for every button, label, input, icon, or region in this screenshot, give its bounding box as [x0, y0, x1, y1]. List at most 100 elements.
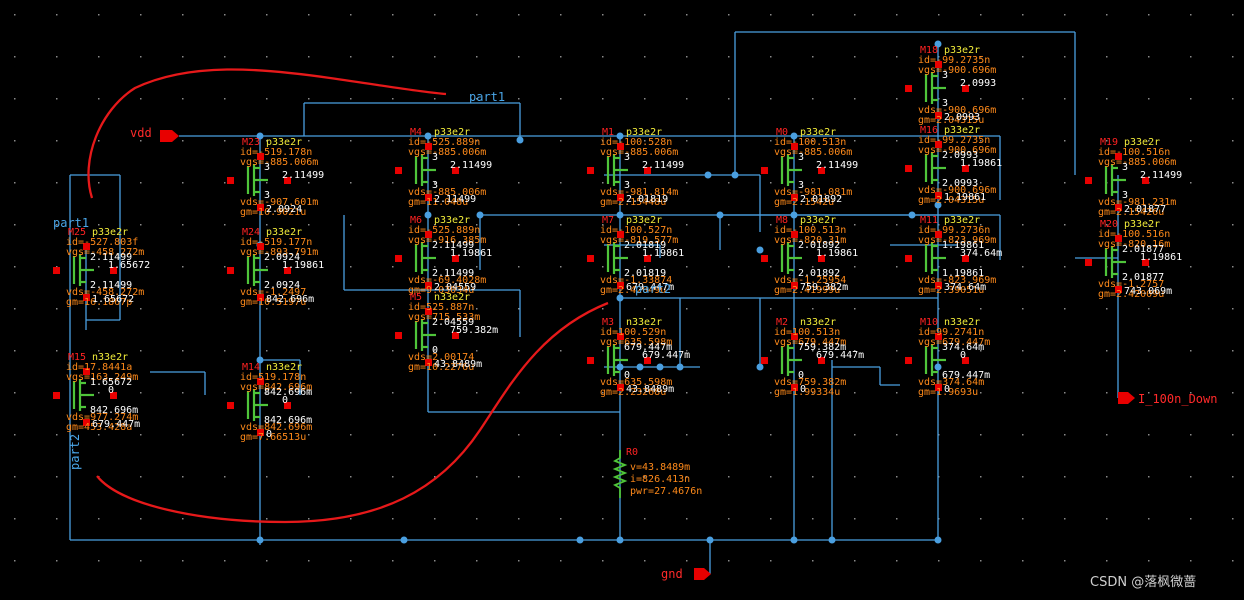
annotation-M8-1: p33e2r	[800, 215, 836, 226]
annotation-M18-6: 3	[942, 70, 948, 81]
part1-label-top: part1	[469, 90, 505, 104]
annotation-M5-8: 759.382m	[450, 325, 498, 336]
part2-label-mid: part2	[635, 282, 671, 296]
annotation-M6-6: 2.11499	[432, 240, 474, 251]
annotation-M0-1: p33e2r	[800, 127, 836, 138]
transistor-M10[interactable]	[905, 333, 969, 391]
annotation-M6-2: id=-525.889n	[408, 225, 480, 236]
transistor-M1[interactable]	[587, 143, 651, 201]
annotation-M19-0: M19	[1100, 137, 1118, 148]
annotation-M7-6: 2.01819	[624, 240, 666, 251]
annotation-M4-7: 3	[432, 180, 438, 191]
annotation-M24-9: 842.696m	[266, 294, 314, 305]
transistor-M18[interactable]	[905, 61, 969, 119]
transistor-M0[interactable]	[761, 143, 825, 201]
annotation-M18-4: vds=-900.696m	[918, 105, 996, 116]
annotation-M0-6: 3	[798, 152, 804, 163]
annotation-M14-3: vgs=842.696m	[240, 382, 312, 393]
part2-label-left: part2	[68, 434, 82, 470]
transistor-M15[interactable]	[53, 368, 117, 426]
annotation-M20-2: id=-100.516n	[1098, 229, 1170, 240]
annotation-M1-2: id=-100.528n	[600, 137, 672, 148]
annotation-M1-3: vgs=-885.006m	[600, 147, 678, 158]
annotation-M15-4: vds=977.274m	[66, 412, 138, 423]
annotation-M18-8: 2.0993	[960, 78, 996, 89]
transistor-M20[interactable]	[1085, 235, 1149, 293]
annotation-M2-4: vds=759.382m	[774, 377, 846, 388]
transistor-M3[interactable]	[587, 333, 651, 391]
transistor-M16[interactable]	[905, 141, 969, 199]
annotation-M7-2: id=-100.527n	[600, 225, 672, 236]
annotation-M1-5: gm=2.15448u	[600, 197, 666, 208]
annotation-M19-3: vgs=-885.006m	[1098, 157, 1176, 168]
annotation-M5-4: vds=2.00174	[408, 352, 474, 363]
annotation-M23-7: 3	[264, 190, 270, 201]
annotation-M1-0: M1	[602, 127, 614, 138]
transistor-M24[interactable]	[227, 243, 291, 301]
transistor-M2[interactable]	[761, 333, 825, 391]
annotation-M1-6: 3	[624, 152, 630, 163]
transistor-M7[interactable]	[587, 231, 651, 289]
annotation-M8-4: vds=-1.25954	[774, 275, 846, 286]
annotation-M3-6: 679.447m	[624, 342, 672, 353]
transistor-M25[interactable]	[53, 243, 117, 301]
annotation-M23-6: 3	[264, 162, 270, 173]
annotation-M20-1: p33e2r	[1124, 219, 1160, 230]
annotation-M25-3: vgs=-458.272m	[66, 247, 144, 258]
gnd-pin[interactable]	[694, 568, 711, 580]
annotation-M25-6: 2.11499	[90, 252, 132, 263]
annotation-M4-9: 2.11499	[434, 194, 476, 205]
annotation-M6-3: vgs=-916.385m	[408, 235, 486, 246]
annotation-R0-0: R0	[626, 447, 638, 458]
transistor-M19[interactable]	[1085, 153, 1149, 211]
vdd-pin[interactable]	[160, 130, 179, 142]
annotation-M24-4: vds=-1.2497	[240, 287, 306, 298]
annotation-M6-8: 1.19861	[450, 248, 492, 259]
resistor-R0[interactable]	[612, 450, 628, 498]
annotation-M14-0: M14	[242, 362, 260, 373]
annotation-M24-7: 2.0924	[264, 280, 300, 291]
annotation-M24-1: p33e2r	[266, 227, 302, 238]
annotation-M10-6: 374.64m	[942, 342, 984, 353]
annotation-M1-7: 3	[624, 180, 630, 191]
transistor-M23[interactable]	[227, 153, 291, 211]
annotation-M2-2: id=100.513n	[774, 327, 840, 338]
watermark: CSDN @落枫微蔷	[1090, 575, 1196, 590]
annotation-M0-3: vgs=-885.006m	[774, 147, 852, 158]
annotation-M23-9: 2.0924	[266, 204, 302, 215]
annotation-M2-0: M2	[776, 317, 788, 328]
annotation-M6-7: 2.11499	[432, 268, 474, 279]
annotation-M18-9: 2.0993	[944, 112, 980, 123]
annotation-M2-7: 0	[798, 370, 804, 381]
annotation-M2-9: 0	[800, 384, 806, 395]
annotation-M7-7: 2.01819	[624, 268, 666, 279]
part1-label-left: part1	[53, 216, 89, 230]
annotation-M4-5: gm=11.048u	[408, 197, 468, 208]
annotation-M23-1: p33e2r	[266, 137, 302, 148]
annotation-M10-5: gm=1.9693u	[918, 387, 978, 398]
annotation-M20-4: vds=-1.2757	[1098, 279, 1164, 290]
annotation-M8-5: gm=2.41999u	[774, 285, 840, 296]
annotation-M8-7: 2.01892	[798, 268, 840, 279]
annotation-M19-1: p33e2r	[1124, 137, 1160, 148]
annotation-M16-9: 1.19861	[944, 192, 986, 203]
annotation-R0-2: i=826.413n	[630, 474, 690, 485]
annotation-M5-7: 0	[432, 345, 438, 356]
annotation-M3-9: 43.8489m	[626, 384, 674, 395]
annotation-M19-6: 3	[1122, 162, 1128, 173]
transistor-M11[interactable]	[905, 231, 969, 289]
annotation-M4-4: vds=-885.006m	[408, 187, 486, 198]
transistor-M14[interactable]	[227, 378, 291, 436]
transistor-M6[interactable]	[395, 231, 459, 289]
annotation-M24-6: 2.0924	[264, 252, 300, 263]
transistor-M5[interactable]	[395, 308, 459, 366]
output-pin[interactable]	[1118, 392, 1135, 404]
devices[interactable]	[53, 61, 1149, 436]
annotation-M24-0: M24	[242, 227, 260, 238]
annotation-M5-3: vgs=715.533m	[408, 312, 480, 323]
annotation-M0-5: gm=2.1542u	[774, 197, 834, 208]
transistor-M4[interactable]	[395, 143, 459, 201]
transistor-M8[interactable]	[761, 231, 825, 289]
annotation-M25-8: 1.65672	[108, 260, 150, 271]
